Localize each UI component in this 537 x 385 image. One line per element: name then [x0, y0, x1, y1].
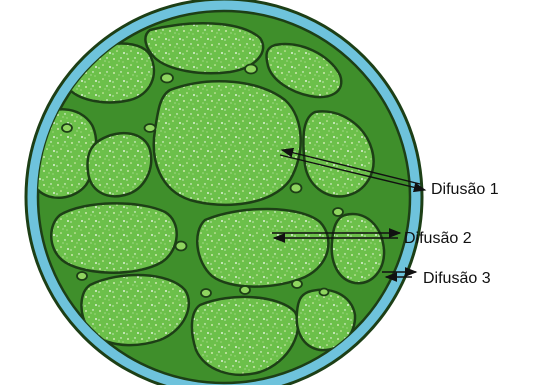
cell-lower-left: [51, 203, 176, 272]
label-diffusion-2: Difusão 2: [404, 230, 472, 247]
label-diffusion-3: Difusão 3: [423, 270, 491, 287]
cell-center-large: [154, 81, 301, 205]
cell-center-lower: [197, 209, 328, 287]
label-diffusion-1: Difusão 1: [431, 181, 499, 198]
cell-mid-left: [88, 133, 152, 196]
